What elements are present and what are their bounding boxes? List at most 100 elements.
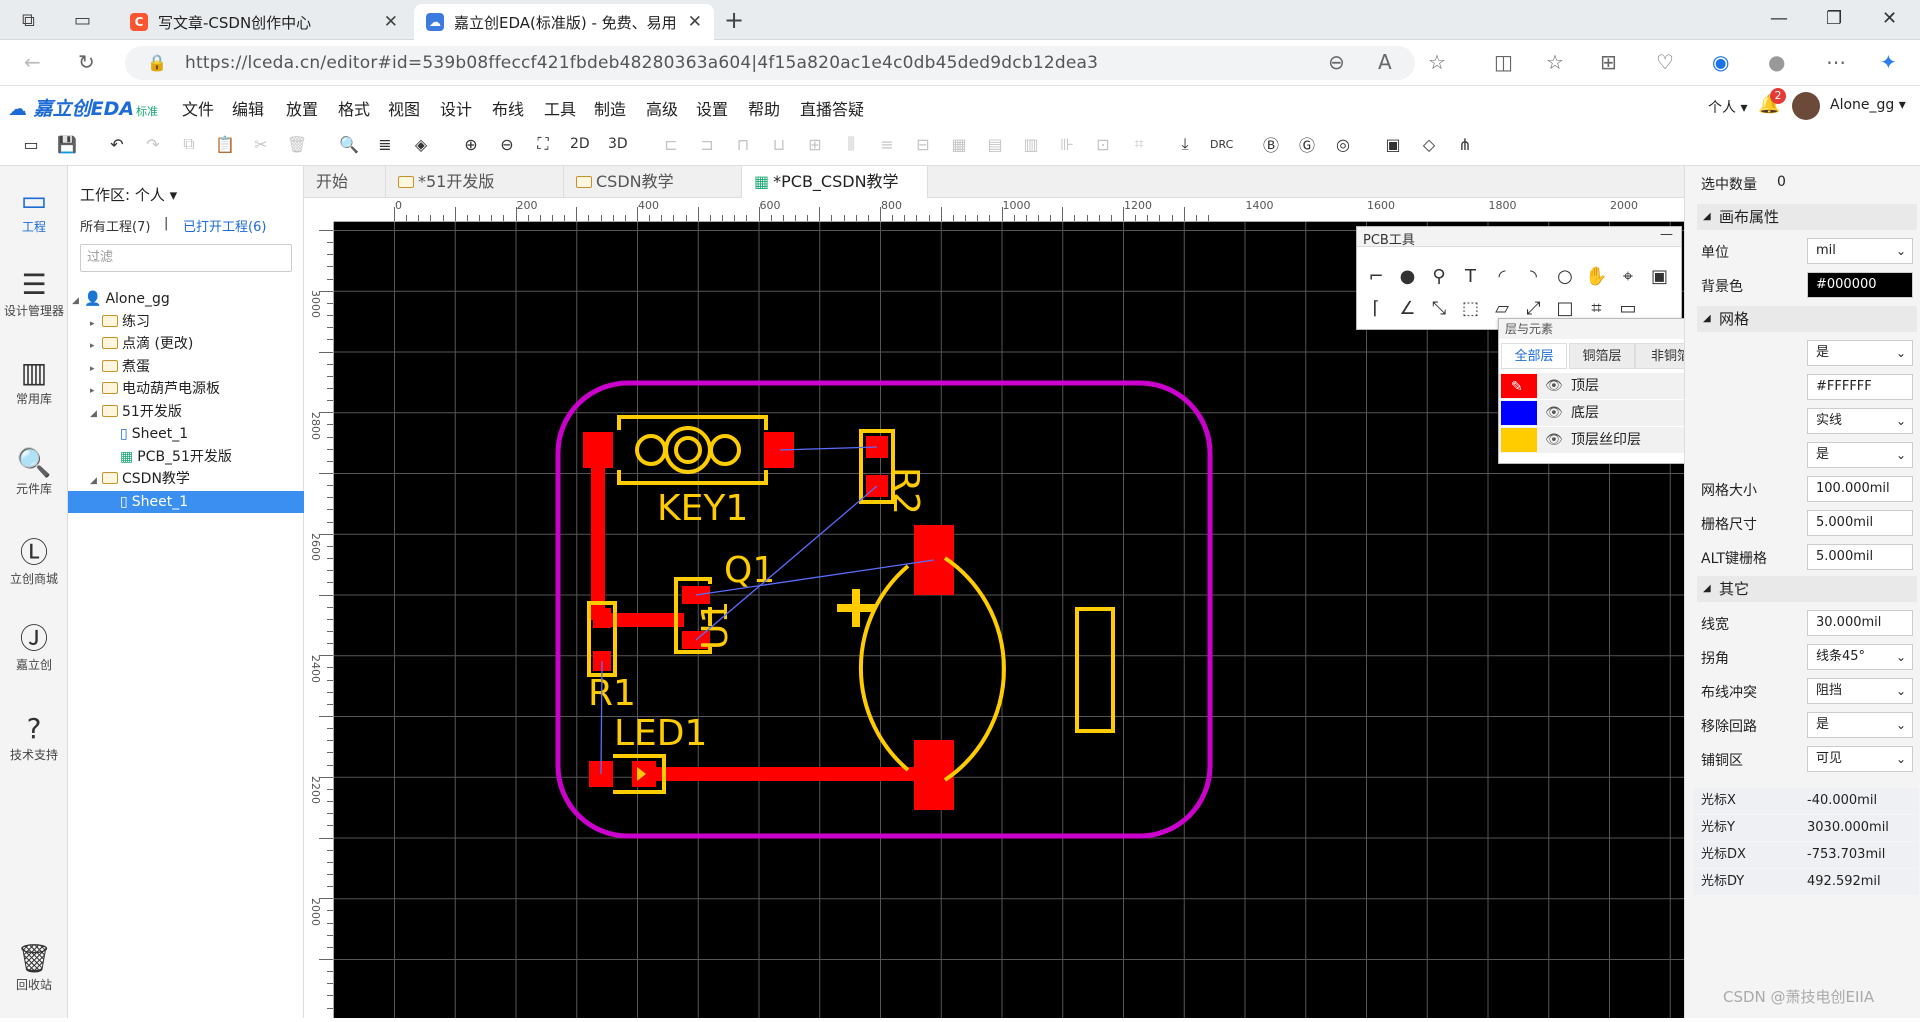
alt-snap-field[interactable]: 5.000mil [1807,544,1913,570]
new-tab-icon[interactable]: + [724,6,745,34]
pcb-tools-minimize-icon[interactable]: — [1660,227,1673,242]
caret-right-icon[interactable]: ▸ [90,318,95,329]
distribute-h-icon[interactable]: ⫼ [847,134,855,153]
bg-color-field[interactable]: #000000 [1807,272,1913,298]
fit-view-icon[interactable]: ⛶ [537,134,549,153]
user-menu[interactable]: Alone_gg ▾ [1830,97,1906,113]
view-3d-button[interactable]: 3D [608,136,628,152]
circle-icon[interactable]: ○ [1557,265,1573,287]
menu-item[interactable]: 放置 [286,100,319,119]
tree-item[interactable]: ◢👤Alone_gg [68,288,304,310]
snap-select[interactable]: 是⌄ [1807,442,1913,468]
canvas-origin-icon[interactable]: ▭ [1619,297,1637,319]
cross-icon[interactable]: ⌖ [1622,265,1634,287]
avatar[interactable] [1792,92,1820,120]
menu-item[interactable]: 编辑 [232,100,265,119]
favorites-icon[interactable]: ☆ [1546,50,1564,74]
caret-down-icon[interactable]: ◢ [90,408,97,419]
tree-item[interactable]: ▸煮蛋 [68,356,304,378]
align-top-icon[interactable]: ⊓ [736,134,750,154]
caret-right-icon[interactable]: ▸ [90,363,95,374]
arc2-icon[interactable]: ◝ [1530,265,1537,287]
more-icon[interactable]: ⋯ [1826,50,1846,74]
find-icon[interactable]: 🔍 [339,134,359,154]
menu-item[interactable]: 直播答疑 [800,100,865,119]
cut-icon[interactable]: ✂ [254,134,268,154]
rail-item-folder[interactable]: ▭工程 [0,184,68,235]
remove-loop-select[interactable]: 是⌄ [1807,712,1913,738]
tree-item[interactable]: ▯Sheet_1 [68,423,304,445]
pcb-canvas[interactable]: KEY1 Q1 R1 LED1 R2 U1 [334,222,1684,1018]
measure-icon[interactable]: ⤢ [1526,297,1541,319]
ungroup-icon[interactable]: ▤ [987,134,1003,154]
menu-item[interactable]: 文件 [182,100,215,119]
layer-tab[interactable]: 铜箔层 [1569,343,1635,369]
image-icon[interactable]: ▣ [1650,265,1668,287]
browser-tab-csdn[interactable]: C 写文章-CSDN创作中心 ✕ [118,4,410,40]
rail-item-help[interactable]: ?技术支持 [0,712,68,763]
arrange-icon[interactable]: ▥ [1023,134,1039,154]
doc-tab[interactable]: ▦*PCB_CSDN教学 [742,166,928,198]
grid-color-field[interactable]: #FFFFFF [1807,374,1913,400]
pad-icon[interactable]: ⚲ [1432,265,1446,287]
rail-item-search[interactable]: 🔍元件库 [0,446,68,497]
doc-tab[interactable]: CSDN教学 [564,166,742,198]
eye-icon[interactable]: 👁 [1545,378,1563,394]
canvas-section-header[interactable]: ◢画布属性 [1697,204,1917,230]
caret-right-icon[interactable]: ▸ [90,341,95,351]
menu-item[interactable]: 设计 [440,100,473,119]
tree-item[interactable]: ◢CSDN教学 [68,468,304,490]
tree-item[interactable]: ▸电动葫芦电源板 [68,378,304,400]
profile-icon[interactable]: ● [1768,50,1786,74]
align-right-icon[interactable]: ⊐ [700,134,714,154]
align-box-icon[interactable]: ⊡ [1096,134,1110,154]
eraser-icon[interactable]: ◈ [414,134,428,154]
menu-item[interactable]: 设置 [696,100,729,119]
workspace-switcher[interactable]: 工作区: 个人 ▾ [80,186,178,204]
via-icon[interactable]: ● [1399,265,1416,287]
tree-item[interactable]: ▸练习 [68,311,304,333]
rect-icon[interactable]: ⬚ [1461,297,1479,319]
snap-icon[interactable]: ⌗ [1591,297,1602,319]
order-icon[interactable]: ◎ [1336,134,1350,154]
distribute-v-icon[interactable]: ≡ [880,134,894,154]
browser-tab-lceda[interactable]: ☁ 嘉立创EDA(标准版) - 免费、易用 ✕ [414,4,714,40]
connect-icon[interactable]: ⤡ [1431,297,1447,319]
region-icon[interactable]: □ [1556,297,1574,319]
close-tab-icon[interactable]: ✕ [383,12,398,32]
open-folder-icon[interactable]: ▭ [23,134,39,154]
zoom-icon[interactable]: ⊖ [1328,50,1345,74]
layer-color-swatch[interactable] [1501,401,1537,425]
split-screen-icon[interactable]: ◫ [1494,50,1513,74]
pcb-drawing[interactable]: KEY1 Q1 R1 LED1 R2 U1 [334,222,1684,1018]
unit-select[interactable]: mil⌄ [1807,238,1913,264]
filter-input[interactable]: 过滤 [80,244,292,272]
read-aloud-icon[interactable]: A [1378,50,1392,74]
menu-item[interactable]: 视图 [388,100,421,119]
menu-item[interactable]: 制造 [594,100,627,119]
align-center-icon[interactable]: ⊞ [808,134,822,154]
grid-size-field[interactable]: 100.000mil [1807,476,1913,502]
caret-down-icon[interactable]: ◢ [90,476,97,486]
save-icon[interactable]: 💾 [57,134,77,154]
layer-tab[interactable]: 全部层 [1501,343,1567,369]
menu-item[interactable]: 格式 [338,100,371,119]
close-window-icon[interactable]: ✕ [1882,8,1898,29]
caret-down-icon[interactable]: ◢ [72,296,79,306]
tree-item[interactable]: ▯Sheet_1 [68,490,304,513]
scope-dropdown[interactable]: 个人 ▾ [1708,100,1748,116]
angle-icon[interactable]: ∠ [1399,297,1416,319]
refresh-icon[interactable]: ↻ [78,50,95,74]
layer-color-swatch[interactable]: ✎ [1501,374,1537,398]
snap-size-field[interactable]: 5.000mil [1807,510,1913,536]
rail-item-chip[interactable]: ▥常用库 [0,356,68,407]
doc-tab[interactable]: 开始 [304,166,386,198]
share-icon[interactable]: ⋔ [1458,134,1472,154]
paste-icon[interactable]: 📋 [215,134,235,154]
align-grid-icon[interactable]: ⊟ [916,134,930,154]
undo-icon[interactable]: ↶ [110,134,124,154]
zoom-in-icon[interactable]: ⊕ [464,134,478,154]
